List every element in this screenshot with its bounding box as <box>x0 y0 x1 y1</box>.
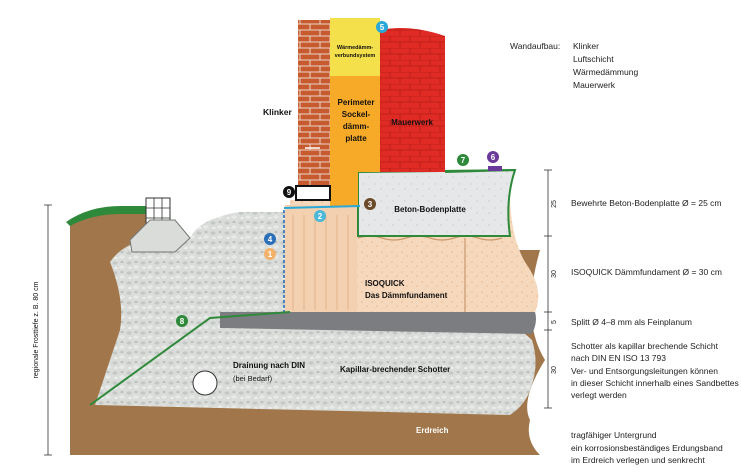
label-drainung-2: (bei Bedarf) <box>233 374 273 383</box>
label-perimeter-1: Perimeter <box>338 98 375 107</box>
light-well <box>129 197 191 253</box>
svg-text:3: 3 <box>368 200 373 209</box>
label-schotter: Kapillar-brechender Schotter <box>340 365 450 374</box>
badge-7: 7 <box>457 154 469 166</box>
svg-text:7: 7 <box>461 156 466 165</box>
badge-4: 4 <box>264 233 276 245</box>
beton-bodenplatte <box>357 168 517 237</box>
label-erdreich: Erdreich <box>416 426 449 435</box>
note-untergrund: tragfähiger Untergrund <box>571 430 657 440</box>
waermedaemm-top <box>330 18 380 76</box>
badge-1: 1 <box>264 248 276 260</box>
drainage-pipe <box>192 370 218 396</box>
badge-9: 9 <box>283 186 295 198</box>
klinker-wall <box>298 20 330 190</box>
note-leitungen: verlegt werden <box>571 390 627 400</box>
svg-text:6: 6 <box>491 153 496 162</box>
note-splitt: Splitt Ø 4–8 mm als Feinplanum <box>571 317 692 327</box>
label-perimeter-3: dämm- <box>343 122 370 131</box>
mauerwerk-wall <box>380 28 445 172</box>
label-perimeter-2: Sockel- <box>342 110 371 119</box>
schotter-layer <box>95 212 536 415</box>
wandaufbau-item: Klinker <box>573 41 599 51</box>
badge-5: 5 <box>376 21 388 33</box>
perimeter-plate <box>330 76 380 206</box>
isoquick-seam <box>357 235 503 241</box>
grass-layer <box>66 205 150 226</box>
note-leitungen: Ver- und Entsorgungsleitungen können <box>571 366 718 376</box>
note-erdung: ein korrosionsbeständiges Erdungsband <box>571 443 723 453</box>
klinker-base-block <box>295 185 331 201</box>
dimension-scale <box>544 169 552 409</box>
note-leitungen: in dieser Schicht innerhalb eines Sandbe… <box>571 378 739 388</box>
dim-30-b: 30 <box>551 366 558 374</box>
note-schotter: nach DIN EN ISO 13 793 <box>571 353 666 363</box>
dim-30-a: 30 <box>551 270 558 278</box>
wandaufbau-item: Luftschicht <box>573 54 614 64</box>
label-perimeter-4: platte <box>345 134 367 143</box>
svg-text:2: 2 <box>318 212 323 221</box>
wandaufbau-item: Mauerwerk <box>573 80 616 90</box>
frost-depth-bracket <box>44 204 52 456</box>
svg-text:9: 9 <box>287 188 292 197</box>
badge-3: 3 <box>364 198 376 210</box>
label-isoquick-2: Das Dämmfundament <box>365 291 448 300</box>
dim-5: 5 <box>551 320 558 324</box>
drainage-line <box>89 311 291 406</box>
label-beton: Beton-Bodenplatte <box>394 205 466 214</box>
floor-seal <box>488 166 502 171</box>
badge-6: 6 <box>487 151 499 163</box>
label-klinker: Klinker <box>263 107 293 117</box>
note-isoquick: ISOQUICK Dämmfundament Ø = 30 cm <box>571 267 722 277</box>
wandaufbau-title: Wandaufbau: <box>510 41 560 51</box>
note-beton: Bewehrte Beton-Bodenplatte Ø = 25 cm <box>571 198 722 208</box>
svg-text:1: 1 <box>268 250 273 259</box>
splitt-layer <box>220 312 536 334</box>
wandaufbau-item: Wärmedämmung <box>573 67 638 77</box>
edge-insulation-pillars <box>283 205 357 312</box>
note-erdung: im Erdreich verlegen und senkrecht <box>571 455 705 465</box>
label-drainung-1: Drainung nach DIN <box>233 361 305 370</box>
badge-2: 2 <box>314 210 326 222</box>
badge-8: 8 <box>176 315 188 327</box>
note-schotter: Schotter als kapillar brechende Schicht <box>571 341 719 351</box>
svg-text:5: 5 <box>380 23 385 32</box>
label-mauerwerk: Mauerwerk <box>391 118 433 127</box>
dim-25: 25 <box>551 200 558 208</box>
svg-text:4: 4 <box>268 235 273 244</box>
label-frosttiefe: regionale Frosttiefe z. B. 80 cm <box>33 281 40 378</box>
label-waermedaemm-2: verbundsystem <box>335 53 376 59</box>
label-isoquick-1: ISOQUICK <box>365 279 405 288</box>
label-waermedaemm-1: Wärmedämm- <box>337 45 374 51</box>
svg-text:8: 8 <box>180 317 185 326</box>
abdichtung-line <box>283 205 361 209</box>
